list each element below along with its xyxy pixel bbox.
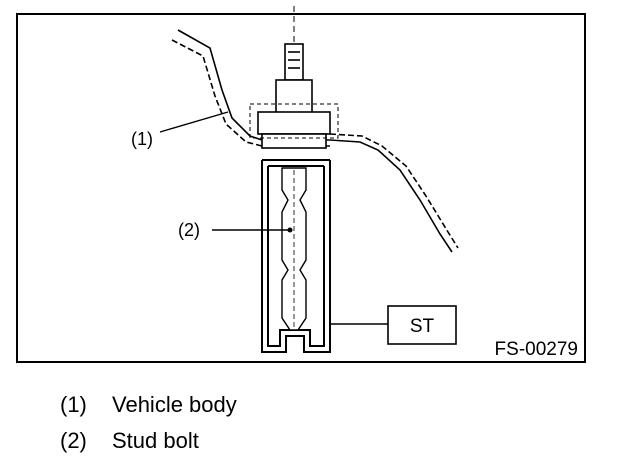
legend-number: (2) xyxy=(60,428,87,453)
stud-bolt-diagram: (1) (2) ST FS-00279 xyxy=(16,6,586,363)
legend-item: (2) Stud bolt xyxy=(60,428,199,454)
stud-bolt-top xyxy=(257,6,331,149)
callout-2-label: (2) xyxy=(178,220,200,240)
nut-outline xyxy=(249,103,339,139)
legend-number: (1) xyxy=(60,392,87,417)
tool-label-box xyxy=(387,305,457,345)
stud-bolt-shank xyxy=(281,167,307,331)
legend-text: Vehicle body xyxy=(112,392,237,417)
tool-label: ST xyxy=(410,316,435,337)
figure-frame xyxy=(16,13,586,363)
callout-1-label: (1) xyxy=(131,129,153,149)
callout-1-leader xyxy=(159,111,229,133)
callout-2-dot xyxy=(287,227,293,233)
figure-code: FS-00279 xyxy=(495,339,578,360)
legend-item: (1) Vehicle body xyxy=(60,392,237,418)
legend-text: Stud bolt xyxy=(112,428,199,453)
